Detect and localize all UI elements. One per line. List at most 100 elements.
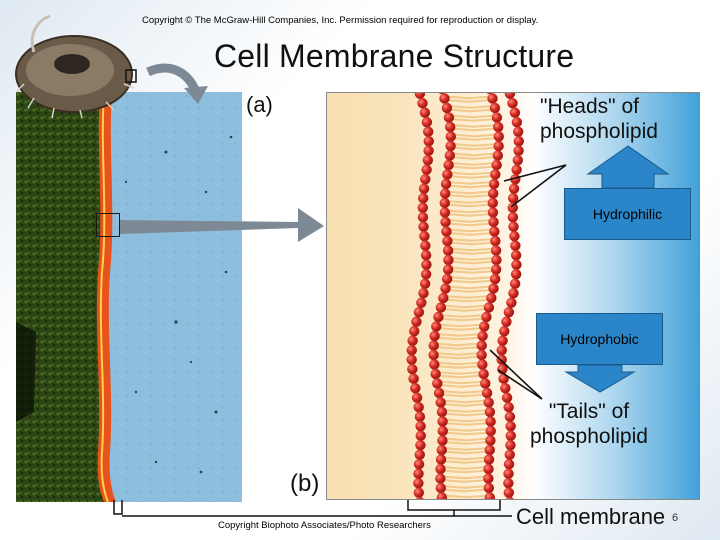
phospholipid-tail (456, 355, 479, 360)
phospholipid-tail (447, 203, 470, 208)
phospholipid-tail (457, 333, 480, 337)
phospholipid-head (435, 473, 446, 484)
phospholipid-head (492, 150, 504, 161)
phospholipid-head (413, 478, 424, 489)
phospholipid-head (407, 335, 418, 346)
phospholipid-head (435, 302, 447, 313)
phospholipid-head (489, 226, 500, 237)
phospholipid-head (418, 221, 429, 232)
phospholipid-tail (448, 222, 471, 227)
phospholipid-tail (448, 190, 471, 195)
phospholipid-tail (450, 175, 473, 179)
phospholipid-head (484, 406, 496, 418)
phospholipid-tail (459, 323, 482, 328)
phospholipid-head (406, 345, 417, 356)
phospholipid-tail (468, 190, 491, 195)
phospholipid-tail (470, 171, 493, 176)
phospholipid-head (436, 406, 448, 418)
hydrophobic-box: Hydrophobic (536, 313, 663, 365)
page-number: 6 (672, 512, 679, 524)
phospholipid-head (439, 207, 451, 218)
phospholipid-tail (469, 181, 492, 185)
phospholipid-tail (446, 298, 469, 303)
phospholipid-tail (465, 422, 488, 426)
phospholipid-head (485, 435, 496, 446)
phospholipid-head (443, 254, 454, 266)
phospholipid-tail (468, 194, 491, 198)
phospholipid-tail (441, 314, 464, 318)
phospholipid-tail (451, 260, 474, 265)
phospholipid-tail (437, 365, 460, 369)
phospholipid-head (419, 231, 430, 242)
phospholipid-tail (444, 450, 467, 455)
phospholipid-tail (468, 289, 491, 293)
phospholipid-head (415, 421, 426, 432)
phospholipid-head (430, 368, 441, 380)
phospholipid-tail (436, 355, 459, 360)
phospholipid-tail (465, 437, 488, 442)
phospholipid-tail (444, 409, 467, 413)
phospholipid-head (511, 259, 522, 270)
phospholipid-head (420, 174, 431, 185)
phospholipid-tail (444, 494, 467, 499)
phospholipid-tail (457, 365, 480, 369)
phospholipid-head (439, 197, 451, 209)
phospholipid-head (503, 402, 514, 413)
phospholipid-head (420, 269, 432, 280)
phospholipid-tail (465, 441, 488, 445)
phospholipid-tail (442, 393, 465, 398)
phospholipid-tail (458, 371, 481, 375)
phospholipid-head (415, 440, 426, 451)
phospholipid-head (487, 93, 498, 104)
phospholipid-tail (463, 403, 486, 407)
cell-membrane-label: Cell membrane (516, 504, 666, 529)
phospholipid-head (501, 392, 513, 403)
phospholipid-head (510, 269, 522, 280)
phospholipid-tail (463, 308, 486, 312)
phospholipid-tail (451, 118, 474, 122)
phospholipid-head (503, 478, 514, 489)
phospholipid-tails (436, 93, 496, 499)
phospholipid-head (444, 150, 456, 161)
phospholipid-tail (443, 475, 466, 480)
phospholipid-tail (450, 276, 473, 280)
hydrophilic-box: Hydrophilic (564, 188, 691, 240)
phospholipid-tail (466, 298, 489, 303)
phospholipid-head (491, 254, 502, 266)
phospholipid-head (488, 188, 499, 199)
phospholipid-head (437, 416, 448, 427)
phospholipid-tail (469, 232, 492, 236)
phospholipid-head (493, 140, 504, 152)
phospholipid-tail (450, 241, 473, 246)
phospholipid-tail (471, 162, 494, 166)
phospholipid-tail (444, 460, 467, 464)
phospholipid-tail (452, 156, 475, 160)
phospholipid-head (488, 216, 499, 228)
phospholipid-tail (456, 342, 479, 347)
phospholipid-tail (465, 428, 488, 432)
phospholipid-tail (442, 390, 465, 394)
phospholipid-head (440, 216, 451, 228)
phospholipid-tail (447, 209, 470, 214)
phospholipid-tail (444, 412, 467, 417)
phospholipid-tail (471, 114, 494, 119)
phospholipid-head (435, 397, 446, 408)
phospholipid-head (508, 221, 519, 232)
phospholipid-tail (449, 105, 472, 109)
phospholipid-head (445, 140, 456, 152)
phospholipid-head (420, 240, 431, 251)
phospholipid-tail (451, 247, 474, 252)
phospholipid-head (413, 487, 424, 498)
phospholipid-head (415, 430, 426, 441)
phospholipid-head (480, 378, 491, 389)
phospholipid-tail (451, 266, 474, 271)
phospholipid-tail (476, 498, 487, 499)
slide-title: Cell Membrane Structure (214, 38, 575, 74)
phospholipid-tail (445, 418, 468, 423)
phospholipid-head (499, 326, 510, 337)
phospholipid-tail (464, 460, 487, 464)
phospholipid-tail (463, 469, 486, 474)
phospholipid-tail (471, 247, 494, 252)
phospholipid-head (438, 292, 449, 304)
phospholipid-head (483, 482, 494, 494)
